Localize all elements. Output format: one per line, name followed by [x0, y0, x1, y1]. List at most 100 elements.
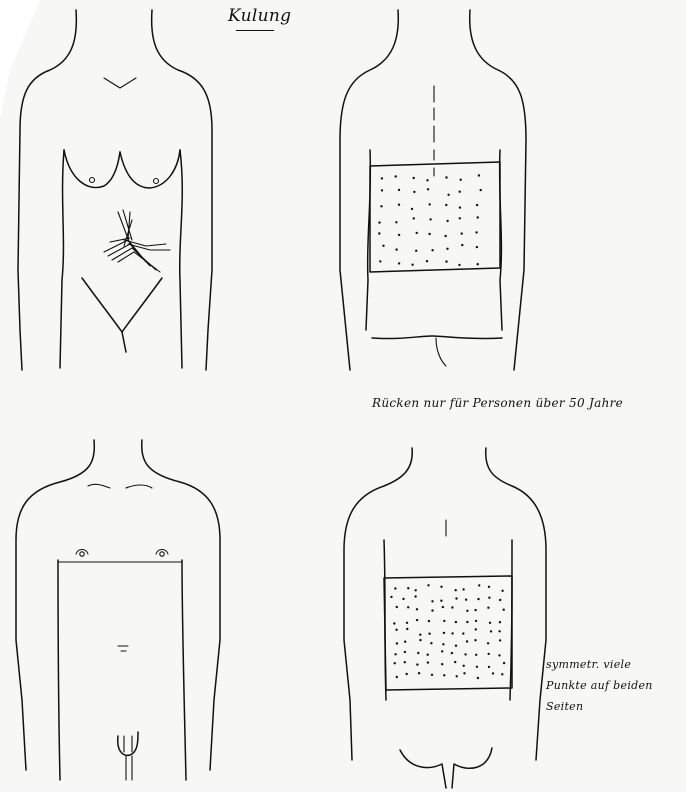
back-dot	[443, 620, 445, 622]
male-front-figure	[16, 440, 220, 780]
nipple-icon	[90, 178, 95, 183]
back-dot	[402, 598, 404, 600]
back-dot	[394, 662, 396, 664]
back-dot	[429, 218, 431, 220]
back-dot	[475, 620, 477, 622]
back-dot	[455, 621, 457, 623]
back-dot	[488, 666, 490, 668]
back-dot	[463, 672, 465, 674]
back-dot	[426, 260, 428, 262]
back-dot	[451, 606, 453, 608]
back-dot	[431, 674, 433, 676]
back-dot	[445, 260, 447, 262]
back-dot	[463, 665, 465, 667]
abdomen-scar-marks	[104, 210, 170, 272]
back-dot	[395, 221, 397, 223]
back-dot	[394, 587, 396, 589]
back-dot	[466, 621, 468, 623]
back-dot	[413, 191, 415, 193]
back-dot	[501, 590, 503, 592]
back-dot	[416, 232, 418, 234]
back-dot	[406, 628, 408, 630]
back-dot	[411, 264, 413, 266]
back-dot	[441, 663, 443, 665]
back-dot	[444, 235, 446, 237]
back-dot	[398, 262, 400, 264]
back-dot	[503, 609, 505, 611]
back-dot	[426, 179, 428, 181]
back-dot	[419, 639, 421, 641]
back-dot	[499, 599, 501, 601]
back-dot	[440, 586, 442, 588]
back-dot	[488, 597, 490, 599]
back-dot	[395, 175, 397, 177]
back-dot	[451, 652, 453, 654]
title-underline	[236, 30, 274, 31]
back-dot	[381, 189, 383, 191]
back-dot	[461, 244, 463, 246]
back-dot	[445, 176, 447, 178]
back-dot	[431, 249, 433, 251]
back-dot	[455, 645, 457, 647]
back-dot	[488, 653, 490, 655]
back-dot	[378, 232, 380, 234]
back-dot	[417, 652, 419, 654]
back-dot	[466, 640, 468, 642]
back-dot	[431, 609, 433, 611]
back-dot	[462, 632, 464, 634]
back-dot	[404, 641, 406, 643]
female-front-figure	[18, 10, 212, 370]
back-dot	[396, 676, 398, 678]
back-dot	[441, 650, 443, 652]
back-dot	[428, 233, 430, 235]
back-dot	[487, 607, 489, 609]
back-dot	[396, 642, 398, 644]
back-dot	[454, 661, 456, 663]
back-dot	[382, 245, 384, 247]
back-dot	[442, 606, 444, 608]
back-dot	[429, 203, 431, 205]
back-dot	[390, 596, 392, 598]
back-dot	[499, 639, 501, 641]
back-dot	[415, 250, 417, 252]
back-dot	[464, 653, 466, 655]
back-dot	[465, 599, 467, 601]
back-dot	[489, 622, 491, 624]
back-dot	[416, 619, 418, 621]
back-dot	[477, 216, 479, 218]
back-dot	[380, 205, 382, 207]
back-dot	[393, 622, 395, 624]
back-dot	[419, 634, 421, 636]
back-dot	[445, 204, 447, 206]
back-dot	[427, 584, 429, 586]
back-dot	[415, 589, 417, 591]
back-dot	[477, 677, 479, 679]
back-dot	[458, 264, 460, 266]
back-dot	[416, 608, 418, 610]
back-dot	[466, 610, 468, 612]
back-age-note: Rücken nur für Personen über 50 Jahre	[372, 396, 623, 410]
back-dot	[411, 208, 413, 210]
back-dot	[428, 633, 430, 635]
back-dot	[404, 661, 406, 663]
back-dot	[478, 174, 480, 176]
back-dot	[381, 177, 383, 179]
back-dot	[474, 609, 476, 611]
back-dot-pattern	[390, 584, 505, 679]
back-dot	[488, 586, 490, 588]
back-dot	[378, 221, 380, 223]
back-dot	[477, 598, 479, 600]
back-dot	[428, 620, 430, 622]
back-dot	[430, 642, 432, 644]
back-dot	[413, 217, 415, 219]
back-dot	[456, 675, 458, 677]
back-dot	[407, 606, 409, 608]
back-dot	[446, 248, 448, 250]
back-dot	[476, 246, 478, 248]
back-dot	[418, 672, 420, 674]
back-dot	[416, 663, 418, 665]
back-dot	[414, 595, 416, 597]
back-dot	[476, 666, 478, 668]
back-dot	[461, 232, 463, 234]
back-dot	[474, 639, 476, 641]
